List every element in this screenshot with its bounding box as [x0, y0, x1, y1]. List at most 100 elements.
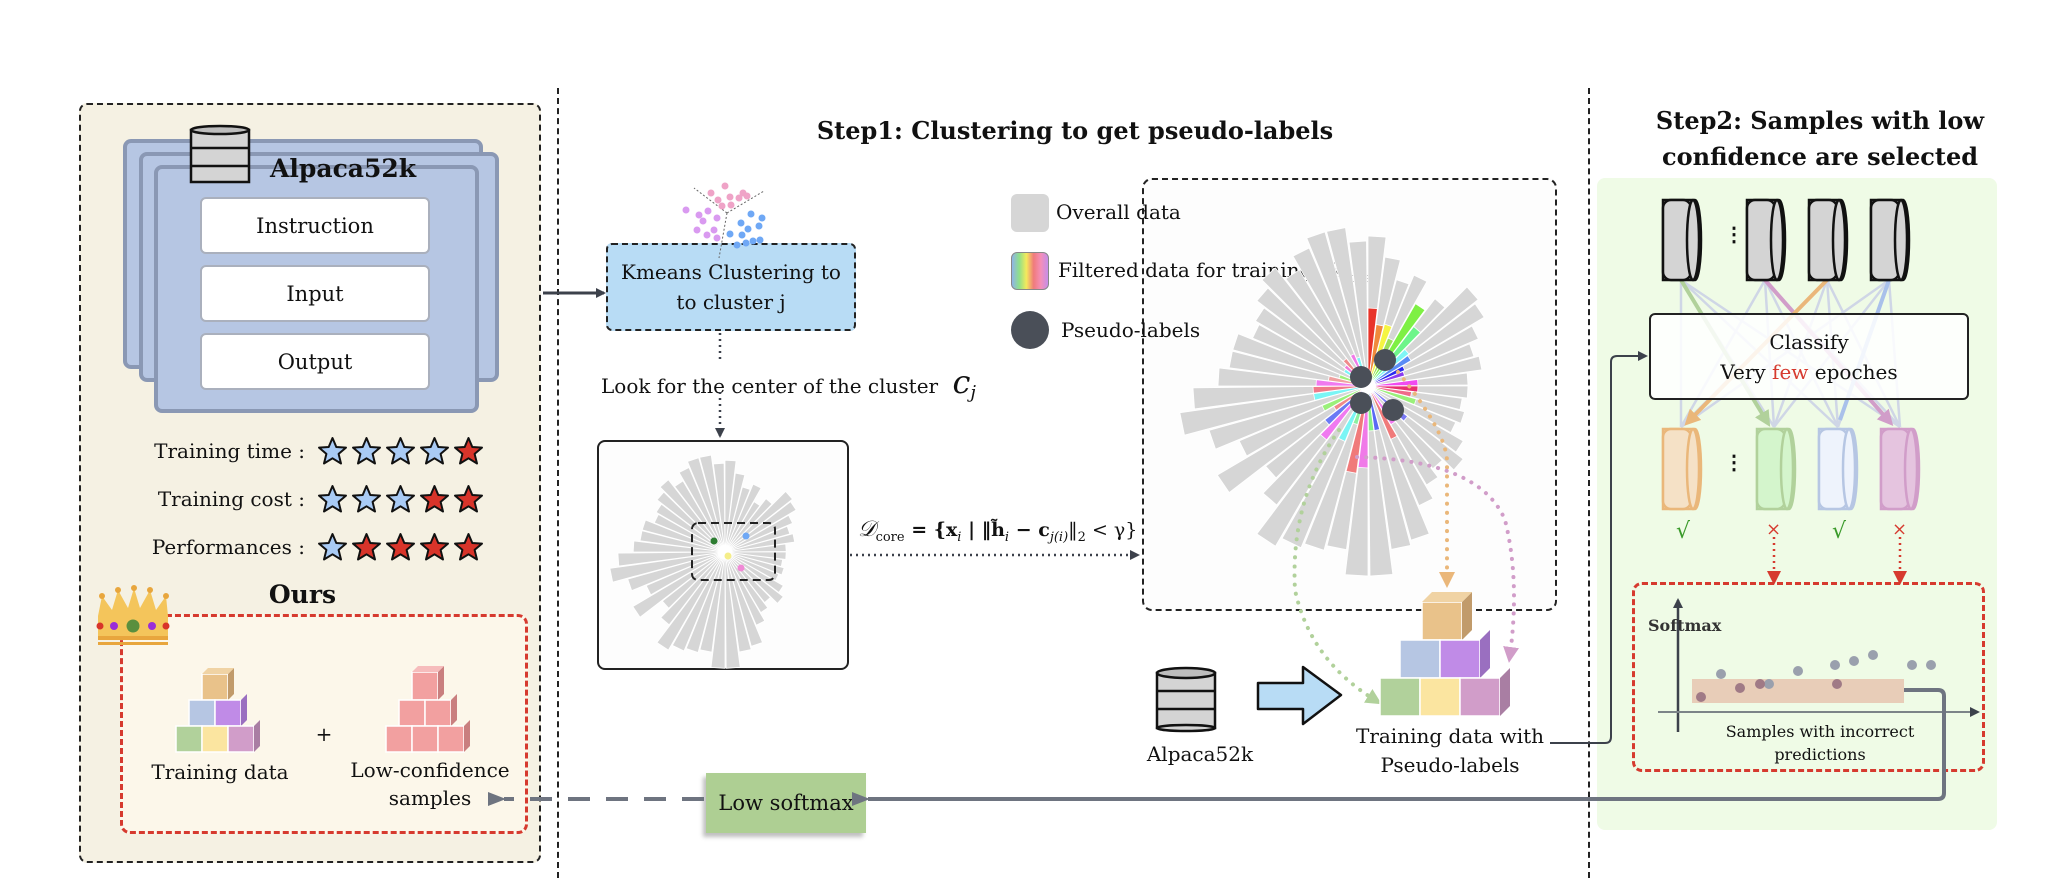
overall-bar	[712, 462, 726, 553]
star-filled-icon	[454, 484, 483, 512]
classify-line2: Very few epoches	[1720, 357, 1897, 387]
overall-bar	[1367, 385, 1457, 434]
rating-training-cost: Training cost :	[100, 482, 500, 516]
formula-mid: | ‖h̃	[961, 519, 1005, 541]
overall-bar	[685, 551, 726, 654]
overall-bar	[655, 503, 726, 553]
star-empty-icon	[318, 436, 347, 464]
field-instruction: Instruction	[200, 197, 430, 254]
overall-bar	[1348, 240, 1369, 387]
overall-bar	[1367, 385, 1394, 577]
crown-icon	[96, 585, 170, 645]
dcore-formula: 𝒟core = {xi | ‖h̃i − cj(i)‖2 < γ}	[858, 517, 1137, 545]
formula-end: ‖	[1068, 519, 1078, 541]
overall-bar	[645, 551, 726, 596]
big-polar-chart	[1179, 227, 1485, 577]
cluster-center-pink	[737, 564, 745, 572]
classify-emph: few	[1772, 359, 1809, 384]
small-polar-chart	[609, 454, 797, 669]
output-cylinder-icon	[1755, 427, 1797, 511]
filtered-bar	[1367, 370, 1406, 387]
arrow-orange-curve	[1396, 370, 1455, 588]
legend-pseudo-labels-label: Pseudo-labels	[1061, 318, 1201, 342]
star-rating	[317, 436, 484, 467]
star-filled-icon	[454, 436, 483, 464]
input-cylinders	[1661, 198, 1911, 282]
pseudo-label-center	[1350, 392, 1372, 414]
formula-tail: < γ}	[1085, 519, 1138, 541]
bottom-ellipsis: ⋮	[1724, 450, 1744, 474]
database-icon	[1155, 666, 1217, 733]
overall-bar	[1292, 247, 1369, 387]
correct-sample-point	[1926, 660, 1936, 670]
formula-i: i	[957, 529, 962, 545]
formula-mid-i: i	[1004, 529, 1010, 545]
input-cylinder-icon	[1745, 198, 1787, 282]
pseudo-label-data-line1: Training data with	[1355, 724, 1545, 748]
pseudo-label-data-line2: Pseudo-labels	[1380, 753, 1520, 777]
star-rating	[317, 532, 484, 563]
correct-sample-point	[1849, 656, 1859, 666]
x-axis-label-line1: Samples with incorrect	[1725, 722, 1915, 741]
low-confidence-point	[1696, 692, 1706, 702]
overall-bar	[659, 479, 726, 553]
low-confidence-point	[1755, 679, 1765, 689]
source-dataset-label: Alpaca52k	[1146, 742, 1254, 766]
look-for-center-text: Look for the center of the cluster	[601, 374, 939, 398]
x-axis-label: Samples with incorrect predictions	[1700, 720, 1940, 766]
check-icon: √	[1832, 519, 1847, 544]
star-filled-icon	[386, 532, 415, 560]
star-empty-icon	[386, 484, 415, 512]
ours-title: Ours	[268, 580, 337, 609]
overall-bar	[656, 551, 726, 651]
cluster-center-yellow	[724, 552, 732, 560]
overall-bar	[1306, 231, 1369, 387]
rating-label: Performances :	[151, 535, 305, 559]
overall-bar	[627, 551, 726, 592]
overall-bar	[653, 513, 726, 553]
step2-title: Step2: Samples with low confidence are s…	[1640, 103, 2000, 175]
overall-bar	[699, 454, 726, 553]
overall-bar	[724, 490, 794, 553]
overall-bar	[724, 551, 752, 653]
pseudo-label-data-label: Training data with Pseudo-labels	[1340, 722, 1560, 780]
star-empty-icon	[318, 532, 347, 560]
overall-bar	[1254, 307, 1369, 387]
low-confidence-label: Low-confidence samples	[340, 756, 520, 812]
separator-right	[1588, 88, 1590, 878]
step1-title: Step1: Clustering to get pseudo-labels	[816, 116, 1334, 145]
overall-bar	[678, 467, 726, 553]
correct-sample-point	[1764, 679, 1774, 689]
input-cylinder-icon	[1869, 198, 1911, 282]
formula-sub: core	[875, 529, 905, 545]
rating-training-time: Training time :	[100, 434, 500, 468]
star-filled-icon	[352, 532, 381, 560]
star-filled-icon	[454, 532, 483, 560]
kmeans-box: Kmeans Clustering to to cluster j	[606, 243, 856, 331]
overall-bar	[1251, 324, 1369, 387]
overall-bar	[1326, 227, 1369, 387]
center-subscript: j	[970, 382, 976, 403]
legend-swatch-filtered	[1011, 252, 1049, 290]
overall-bar	[661, 551, 726, 609]
filtered-bar	[1321, 385, 1369, 412]
overall-bar	[609, 551, 726, 583]
pseudo-label-center	[1350, 366, 1372, 388]
cluster-center-blue	[742, 532, 750, 540]
pseudo-label-center	[1374, 349, 1396, 371]
overall-bar	[660, 551, 726, 626]
field-output: Output	[200, 333, 430, 390]
overall-bar	[617, 551, 726, 567]
correct-sample-point	[1716, 669, 1726, 679]
field-input: Input	[200, 265, 430, 322]
formula-two: 2	[1077, 529, 1086, 545]
low-confidence-point	[1832, 679, 1842, 689]
star-empty-icon	[420, 436, 449, 464]
overall-bar	[1216, 385, 1369, 494]
classify-post: epoches	[1808, 359, 1898, 384]
star-empty-icon	[386, 436, 415, 464]
formula-ji: j(i)	[1049, 529, 1069, 545]
formula-d: 𝒟	[858, 517, 876, 542]
